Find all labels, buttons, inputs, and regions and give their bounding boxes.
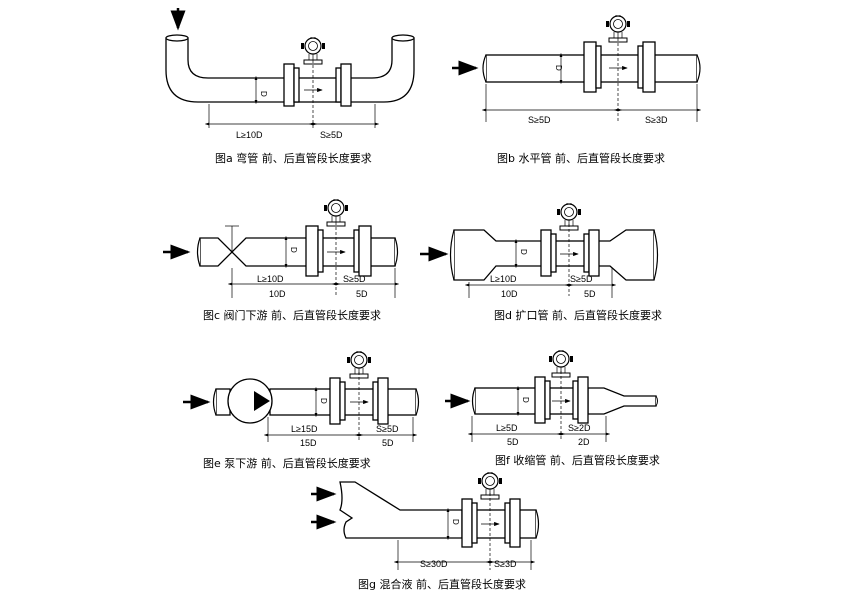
label-d-4: 5D: [584, 289, 596, 299]
svg-text:D: D: [451, 519, 460, 525]
caption-c: 图c 阀门下游 前、后直管段长度要求: [203, 308, 381, 322]
label-d-2: S≥5D: [570, 274, 593, 284]
label-f-3: 5D: [507, 437, 519, 447]
label-b-2: S≥3D: [645, 115, 668, 125]
figure-c: D L≥10D S≥5D 10D 5D 图c 阀门下游 前、后直管段长度要求: [163, 198, 400, 322]
figure-g: D S≥30D S≥3D 图g 混合液 前、后直管段长度要求: [311, 471, 540, 591]
svg-text:D: D: [319, 398, 328, 404]
label-e-4: 5D: [382, 438, 394, 448]
label-e-2: S≥5D: [376, 424, 399, 434]
label-f-4: 2D: [578, 437, 590, 447]
figure-d: D L≥10D S≥5D 10D 5D 图d 扩口管 前、后直管段长度要求: [420, 202, 662, 322]
label-f-1: L≥5D: [496, 423, 518, 433]
figure-f: D L≥5D S≥2D 5D 2D 图f 收缩管 前、后直管段长度要求: [445, 349, 660, 467]
figure-b: D S≥5D S≥3D 图b 水平管 前、后直管段长度要求: [452, 14, 702, 165]
svg-text:D: D: [554, 65, 563, 71]
caption-g: 图g 混合液 前、后直管段长度要求: [358, 577, 526, 591]
figure-e: D L≥15D S≥5D 15D 5D 图e 泵下游 前、后直管段长度要求: [183, 350, 420, 470]
caption-b: 图b 水平管 前、后直管段长度要求: [497, 151, 665, 165]
label-d-3: 10D: [501, 289, 518, 299]
label-d-1: L≥10D: [490, 274, 517, 284]
figure-a: D L≥10D S≥5D 图a 弯管 前、后直管段长度要求: [165, 8, 415, 165]
label-b-1: S≥5D: [528, 115, 551, 125]
label-a-1: L≥10D: [236, 130, 263, 140]
label-g-2: S≥3D: [494, 559, 517, 569]
label-f-2: S≥2D: [568, 423, 591, 433]
label-e-1: L≥15D: [291, 424, 318, 434]
caption-e: 图e 泵下游 前、后直管段长度要求: [203, 456, 371, 470]
svg-text:D: D: [521, 397, 530, 403]
label-c-4: 5D: [356, 289, 368, 299]
svg-text:D: D: [259, 91, 268, 97]
caption-f: 图f 收缩管 前、后直管段长度要求: [495, 453, 660, 467]
label-a-2: S≥5D: [320, 130, 343, 140]
label-e-3: 15D: [300, 438, 317, 448]
label-c-1: L≥10D: [257, 274, 284, 284]
caption-d: 图d 扩口管 前、后直管段长度要求: [494, 308, 662, 322]
label-c-2: S≥5D: [343, 274, 366, 284]
label-c-3: 10D: [269, 289, 286, 299]
svg-text:D: D: [519, 249, 528, 255]
label-g-1: S≥30D: [420, 559, 448, 569]
svg-text:D: D: [289, 247, 298, 253]
caption-a: 图a 弯管 前、后直管段长度要求: [215, 151, 372, 165]
